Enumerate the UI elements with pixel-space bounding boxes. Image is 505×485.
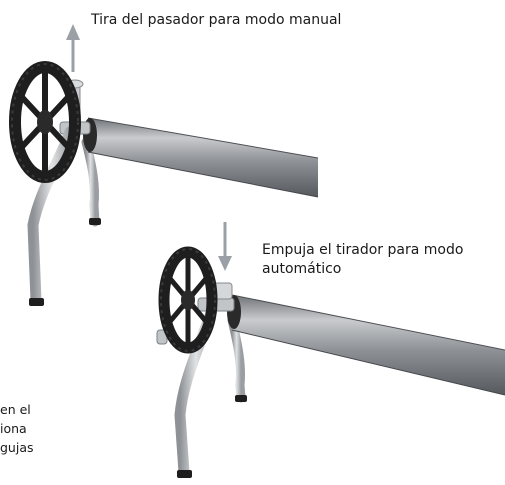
arrow-up-icon	[66, 24, 80, 72]
arrow-down-icon	[218, 222, 232, 271]
reel-automatic-mode	[156, 222, 505, 478]
left-cropped-caption: en el iona gujas	[0, 400, 34, 457]
push-puller-caption-line2: automático	[262, 261, 342, 277]
reel-bottom-back-foot	[235, 395, 247, 402]
left-caption-line1: en el	[0, 402, 31, 417]
reel-top-wheel	[9, 61, 81, 183]
reel-manual-mode	[9, 24, 319, 306]
push-puller-caption: Empuja el tirador para modo automático	[262, 241, 463, 279]
push-puller-caption-line1: Empuja el tirador para modo	[262, 242, 464, 258]
reel-top-front-foot	[29, 298, 44, 306]
pull-pin-caption: Tira del pasador para modo manual	[91, 12, 342, 28]
reel-top-tube	[88, 118, 318, 197]
left-caption-line3: gujas	[0, 440, 34, 455]
left-caption-line2: iona	[0, 421, 27, 436]
reel-top-back-foot	[89, 218, 101, 225]
reel-bottom-front-foot	[177, 470, 192, 478]
reel-bottom-tube	[232, 295, 505, 395]
reel-top-back-leg	[81, 137, 100, 227]
reel-bottom-wheel	[158, 246, 218, 354]
